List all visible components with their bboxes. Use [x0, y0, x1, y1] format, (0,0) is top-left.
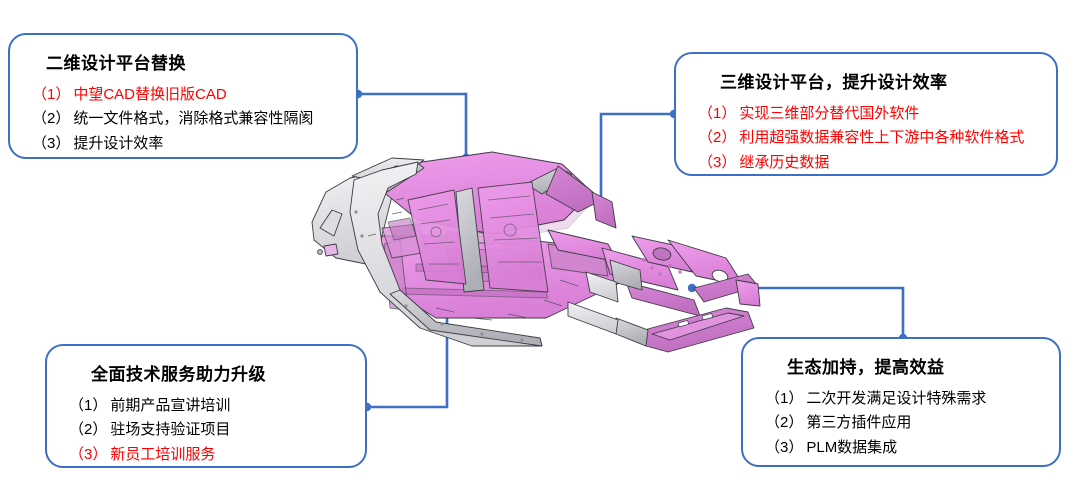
- headlamp-mount-hole: [711, 269, 729, 283]
- list-item: （2）利用超强数据兼容性上下游中各种软件格式: [694, 126, 1042, 150]
- list-item-text: 中望CAD替换旧版CAD: [73, 86, 227, 103]
- callout-three-dimensional-design-platform[interactable]: 三维设计平台，提升设计效率 （1）实现三维部分替代国外软件 （2）利用超强数据兼…: [674, 52, 1058, 176]
- lower-front-rail: [567, 301, 619, 335]
- rear-lamp-cutout: [319, 209, 343, 237]
- list-item: （3）提升设计效率: [28, 132, 342, 156]
- crash-box-left: [615, 317, 649, 347]
- car-body-in-white-3d-model: [311, 151, 761, 353]
- callout-ecosystem-support-efficiency[interactable]: 生态加持，提高效益 （1）二次开发满足设计特殊需求 （2）第三方插件应用 （3）…: [741, 337, 1061, 467]
- list-item-number: （2）: [698, 129, 737, 147]
- list-item-number: （1）: [69, 397, 108, 414]
- list-item: （3）PLM数据集成: [761, 436, 1045, 460]
- callout-item-list: （1）前期产品宣讲培训 （2）驻场支持验证项目 （3）新员工培训服务: [65, 394, 351, 467]
- list-item-number: （1）: [765, 390, 804, 407]
- rear-bolt-hole: [317, 249, 323, 255]
- callout-title: 三维设计平台，提升设计效率: [720, 73, 948, 92]
- list-item-text: 第三方插件应用: [806, 414, 912, 432]
- list-item: （2）统一文件格式，消除格式兼容性隔阂: [28, 107, 342, 131]
- list-item-text: 二次开发满足设计特殊需求: [806, 390, 987, 407]
- list-item-number: （3）: [765, 438, 804, 456]
- front-door-opening: [477, 181, 549, 293]
- list-item-text: 提升设计效率: [73, 134, 164, 152]
- strut-tower-hole: [652, 247, 672, 261]
- engine-bay-bolt-holes: [642, 258, 682, 276]
- radiator-support-side: [735, 279, 761, 307]
- windshield-frame: [545, 165, 603, 213]
- list-item: （3）继承历史数据: [694, 151, 1042, 175]
- list-item-text: 继承历史数据: [739, 153, 830, 171]
- list-item: （1）前期产品宣讲培训: [65, 394, 351, 418]
- list-item-number: （3）: [32, 134, 71, 152]
- list-item: （3）新员工培训服务: [65, 443, 351, 467]
- list-item-number: （3）: [69, 445, 108, 463]
- callout-title: 二维设计平台替换: [46, 54, 186, 73]
- callout-item-list: （1）中望CAD替换旧版CAD （2）统一文件格式，消除格式兼容性隔阂 （3）提…: [28, 83, 342, 156]
- list-item-text: 统一文件格式，消除格式兼容性隔阂: [73, 110, 314, 128]
- roof-side-rail-right: [591, 191, 617, 229]
- engine-bay-bracket: [609, 259, 643, 291]
- list-item-number: （1）: [698, 105, 737, 122]
- list-item-text: 新员工培训服务: [110, 445, 216, 463]
- callout-two-dimensional-design-platform-replacement[interactable]: 二维设计平台替换 （1）中望CAD替换旧版CAD （2）统一文件格式，消除格式兼…: [8, 33, 358, 159]
- list-item-number: （2）: [765, 414, 804, 432]
- list-item-text: 驻场支持验证项目: [110, 421, 231, 439]
- callout-title: 全面技术服务助力升级: [91, 365, 266, 384]
- door-inner-details: [417, 195, 542, 265]
- list-item-text: 利用超强数据兼容性上下游中各种软件格式: [739, 129, 1025, 147]
- callout-title: 生态加持，提高效益: [787, 358, 945, 377]
- list-item-number: （2）: [32, 110, 71, 128]
- rear-badge-plate: [323, 243, 339, 257]
- list-item: （1）中望CAD替换旧版CAD: [28, 83, 342, 107]
- list-item-text: 前期产品宣讲培训: [110, 397, 231, 414]
- list-item-number: （3）: [698, 153, 737, 171]
- list-item-text: PLM数据集成: [806, 438, 898, 456]
- list-item: （2）第三方插件应用: [761, 411, 1045, 435]
- list-item-number: （2）: [69, 421, 108, 439]
- list-item: （2）驻场支持验证项目: [65, 418, 351, 442]
- list-item-number: （1）: [32, 86, 71, 103]
- callout-full-technical-service-upgrade[interactable]: 全面技术服务助力升级 （1）前期产品宣讲培训 （2）驻场支持验证项目 （3）新员…: [45, 344, 367, 468]
- engine-bay-bracket-2: [585, 271, 619, 303]
- list-item: （1）二次开发满足设计特殊需求: [761, 387, 1045, 411]
- callout-item-list: （1）二次开发满足设计特殊需求 （2）第三方插件应用 （3）PLM数据集成: [761, 387, 1045, 460]
- list-item: （1）实现三维部分替代国外软件: [694, 102, 1042, 126]
- callout-item-list: （1）实现三维部分替代国外软件 （2）利用超强数据兼容性上下游中各种软件格式 （…: [694, 102, 1042, 175]
- list-item-text: 实现三维部分替代国外软件: [739, 105, 920, 122]
